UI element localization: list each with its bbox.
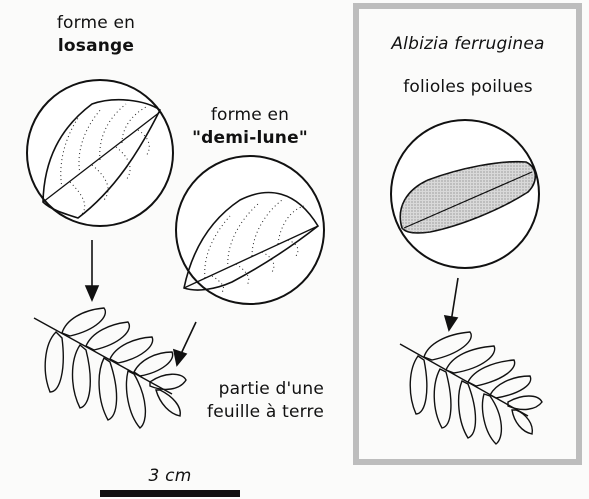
scale-label: 3 cm bbox=[140, 466, 200, 486]
albizia-magnifier bbox=[391, 120, 539, 268]
arrow-losange bbox=[86, 240, 98, 300]
feature-label: folioles poilues bbox=[368, 77, 568, 97]
left-leaf-fragment bbox=[34, 308, 186, 428]
species-name: Albizia ferruginea bbox=[368, 34, 568, 54]
losange-label-line2: losange bbox=[40, 36, 152, 56]
losange-magnifier bbox=[27, 80, 173, 226]
losange-label-line1: forme en bbox=[40, 13, 152, 33]
demilune-label-line2: "demi-lune" bbox=[185, 128, 315, 148]
caption-line1: partie d'une bbox=[190, 379, 324, 399]
demilune-magnifier bbox=[176, 156, 324, 304]
caption-line2: feuille à terre bbox=[180, 402, 324, 422]
demilune-label-line1: forme en bbox=[190, 105, 310, 125]
scale-bar bbox=[100, 490, 240, 497]
arrow-demilune bbox=[174, 322, 196, 365]
right-leaf-fragment bbox=[400, 332, 542, 444]
arrow-albizia bbox=[445, 278, 458, 330]
